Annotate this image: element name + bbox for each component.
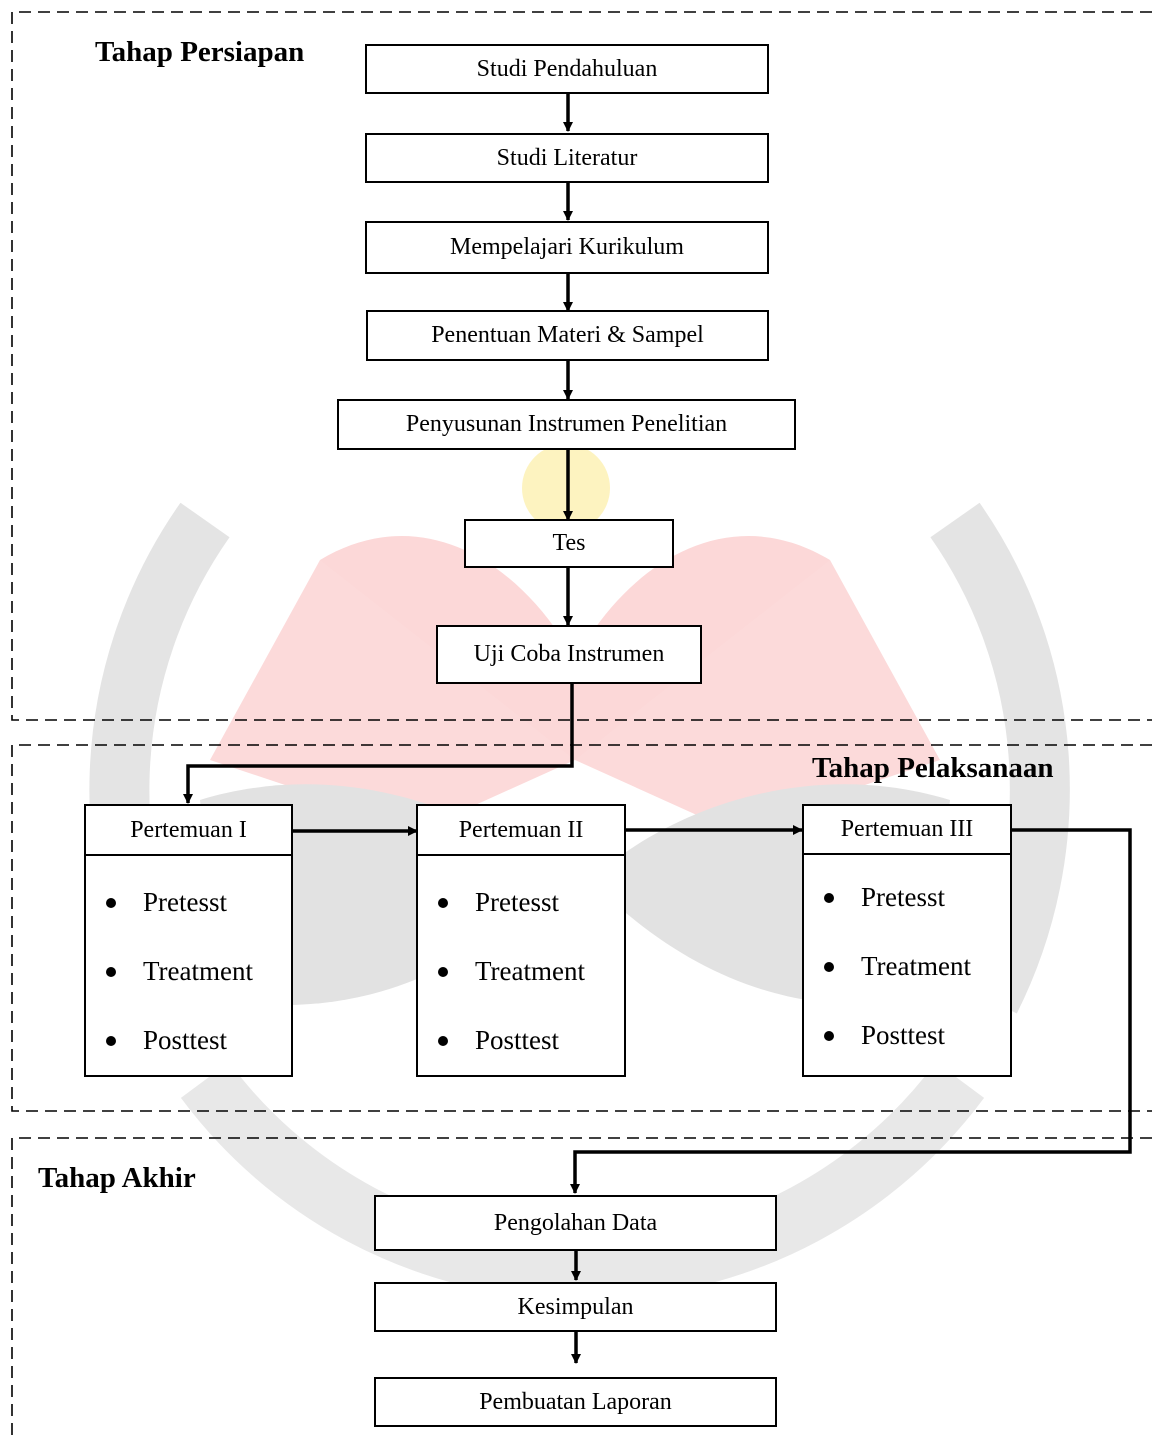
session-item-pretest: Pretesst	[804, 863, 1010, 932]
session-item-treatment: Treatment	[86, 937, 291, 1006]
bullet-icon	[106, 898, 116, 908]
session-item-label: Treatment	[143, 956, 253, 986]
session-title: Pertemuan I	[86, 806, 291, 856]
session-item-label: Posttest	[143, 1025, 228, 1055]
step-pengolahan-data: Pengolahan Data	[374, 1195, 777, 1251]
stage-label-persiapan: Tahap Persiapan	[95, 36, 305, 68]
bullet-icon	[824, 1031, 834, 1041]
stage-label-akhir: Tahap Akhir	[38, 1162, 196, 1194]
stage-border-persiapan	[11, 11, 1152, 721]
session-title: Pertemuan III	[804, 806, 1010, 855]
session-item-pretest: Pretesst	[418, 868, 624, 937]
step-mempelajari-kurikulum: Mempelajari Kurikulum	[365, 221, 769, 274]
session-item-label: Treatment	[475, 956, 585, 986]
bullet-icon	[438, 967, 448, 977]
arrow-to-pengolahan	[570, 828, 1132, 1194]
bullet-icon	[106, 1036, 116, 1046]
step-kesimpulan: Kesimpulan	[374, 1282, 777, 1332]
step-uji-coba-instrumen: Uji Coba Instrumen	[436, 625, 702, 684]
stage-label-pelaksanaan: Tahap Pelaksanaan	[812, 752, 1054, 784]
session-item-posttest: Posttest	[418, 1006, 624, 1075]
session-item-label: Pretesst	[475, 887, 559, 917]
session-item-posttest: Posttest	[804, 1001, 1010, 1070]
step-penyusunan-instrumen: Penyusunan Instrumen Penelitian	[337, 399, 796, 450]
step-penentuan-materi: Penentuan Materi & Sampel	[366, 310, 769, 361]
session-item-posttest: Posttest	[86, 1006, 291, 1075]
arrow-to-pertemuan-1	[183, 684, 574, 804]
bullet-icon	[824, 893, 834, 903]
step-pembuatan-laporan: Pembuatan Laporan	[374, 1377, 777, 1427]
session-item-label: Posttest	[475, 1025, 560, 1055]
step-studi-literatur: Studi Literatur	[365, 133, 769, 183]
session-item-label: Posttest	[861, 1020, 946, 1050]
bullet-icon	[438, 1036, 448, 1046]
session-item-pretest: Pretesst	[86, 868, 291, 937]
bullet-icon	[438, 898, 448, 908]
session-title: Pertemuan II	[418, 806, 624, 856]
session-pertemuan-1: Pertemuan I Pretesst Treatment Posttest	[84, 804, 293, 1077]
session-item-label: Pretesst	[861, 882, 945, 912]
session-item-label: Pretesst	[143, 887, 227, 917]
session-pertemuan-3: Pertemuan III Pretesst Treatment Posttes…	[802, 804, 1012, 1077]
session-pertemuan-2: Pertemuan II Pretesst Treatment Posttest	[416, 804, 626, 1077]
stage-border-akhir	[11, 1137, 1152, 1441]
session-item-treatment: Treatment	[804, 932, 1010, 1001]
bullet-icon	[106, 967, 116, 977]
step-tes: Tes	[464, 519, 674, 568]
step-studi-pendahuluan: Studi Pendahuluan	[365, 44, 769, 94]
session-item-label: Treatment	[861, 951, 971, 981]
stage-border-pelaksanaan	[11, 744, 1152, 1112]
bullet-icon	[824, 962, 834, 972]
session-item-treatment: Treatment	[418, 937, 624, 1006]
